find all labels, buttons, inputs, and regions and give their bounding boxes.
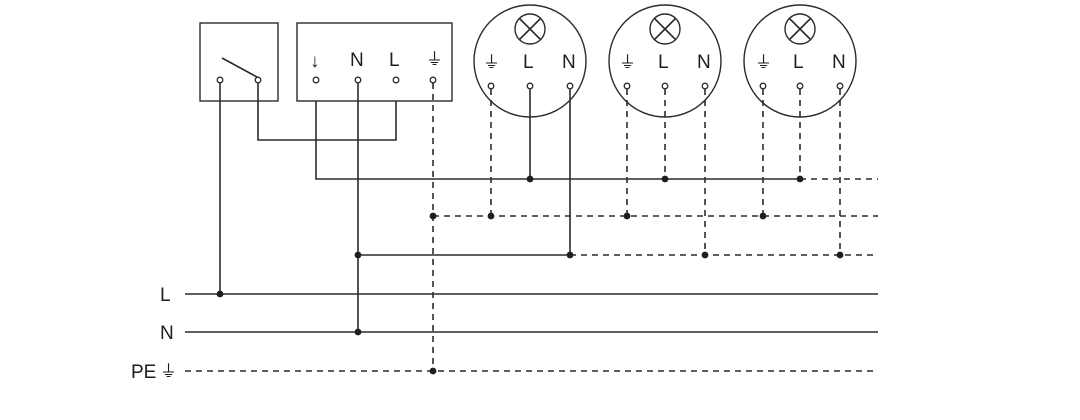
junction-dot	[429, 212, 437, 220]
junction-dot	[487, 212, 495, 220]
junction-terminal-earth	[429, 76, 437, 84]
junction-dot	[566, 251, 574, 259]
junction-label-N: N	[350, 50, 364, 71]
junction-earth-icon: ⏚	[426, 50, 443, 70]
bus-switched-live	[315, 80, 800, 180]
lamp-3-terminal-L	[796, 82, 804, 90]
junction-dot	[661, 175, 669, 183]
junction-box: ↓ N L ⏚	[296, 22, 453, 102]
junction-dot	[216, 290, 224, 298]
lamp-2-terminal-L	[661, 82, 669, 90]
junction-terminal-N	[354, 76, 362, 84]
lamp-2-terminal-N	[701, 82, 709, 90]
junction-dot	[796, 175, 804, 183]
junction-dot	[701, 251, 709, 259]
lamp-3-label-N: N	[832, 52, 846, 73]
switch-terminal-right	[254, 76, 262, 84]
lamp-3-bulb-icon	[784, 13, 816, 45]
junction-dot	[623, 212, 631, 220]
junction-dots	[216, 175, 844, 375]
supply-lines	[185, 293, 878, 372]
wire-switch-to-junction-L	[257, 83, 397, 141]
lamp-1-label-N: N	[562, 52, 576, 73]
pe-earth-icon: ⏚	[160, 362, 177, 382]
lamp-1-bulb-icon	[514, 13, 546, 45]
junction-dot	[354, 328, 362, 336]
lamp-3-terminal-N	[836, 82, 844, 90]
lamp-3-terminal-earth	[759, 82, 767, 90]
junction-dot	[354, 251, 362, 259]
junction-label-L: L	[389, 50, 400, 71]
line-label-N: N	[160, 323, 174, 344]
lamp-1-terminal-earth	[487, 82, 495, 90]
lamp-3-earth-icon: ⏚	[755, 53, 772, 73]
distribution-buses	[315, 80, 878, 256]
lamp-2-label-L: L	[658, 52, 669, 73]
junction-dot	[526, 175, 534, 183]
switch-enclosure	[199, 22, 279, 102]
switch-terminal-left	[216, 76, 224, 84]
switch-lever	[221, 57, 258, 78]
lamp-3: ⏚ L N	[743, 4, 857, 118]
lamp-2-label-N: N	[697, 52, 711, 73]
switch-box	[199, 22, 279, 102]
lamp-2-earth-icon: ⏚	[619, 53, 636, 73]
junction-dot	[759, 212, 767, 220]
junction-arrow-icon: ↓	[310, 51, 320, 72]
lamp-1-label-L: L	[523, 52, 534, 73]
junction-terminal-arrow	[312, 76, 320, 84]
line-label-PE: PE	[131, 362, 156, 383]
lamp-1-terminal-L	[526, 82, 534, 90]
lamp-1-earth-icon: ⏚	[483, 53, 500, 73]
lamp-2-bulb-icon	[649, 13, 681, 45]
line-label-L: L	[160, 285, 171, 306]
junction-dot	[836, 251, 844, 259]
lamp-1-terminal-N	[566, 82, 574, 90]
line-labels: L N PE ⏚	[131, 285, 177, 383]
lamp-1: ⏚ L N	[473, 4, 587, 118]
junction-terminal-L	[392, 76, 400, 84]
lamp-2-terminal-earth	[623, 82, 631, 90]
junction-enclosure	[296, 22, 453, 102]
junction-dot	[429, 367, 437, 375]
lamp-3-label-L: L	[793, 52, 804, 73]
